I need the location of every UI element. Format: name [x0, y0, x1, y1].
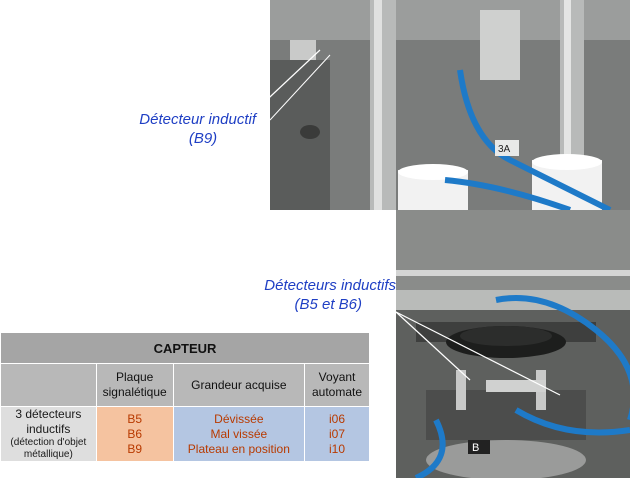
callout-detecteur-b9: Détecteur inductif (B9) [110, 110, 256, 148]
callout-b5b6-line1: Détecteurs inductifs [264, 277, 396, 294]
machine-photo-top-drawing: 3A [270, 0, 630, 210]
table-row: 3 détecteurs inductifs (détection d'obje… [0, 406, 370, 462]
cell-sensor: 3 détecteurs inductifs (détection d'obje… [0, 406, 97, 462]
pointer-b5 [395, 311, 471, 381]
plaque-item: B9 [127, 441, 143, 456]
header-plaque: Plaque signalétique [95, 363, 174, 407]
cell-plaques: B5 B6 B9 [95, 406, 174, 462]
sensor-table: CAPTEUR Plaque signalétique Grandeur acq… [0, 332, 370, 462]
callout-b9-line1: Détecteur inductif [139, 111, 256, 128]
table-title: CAPTEUR [0, 332, 370, 364]
sensor-note: (détection d'objet métallique) [10, 437, 87, 460]
callout-b5b6-line2: (B5 et B6) [294, 296, 362, 313]
grandeur-item: Plateau en position [187, 441, 290, 456]
tag-b: B [472, 442, 479, 454]
grandeur-item: Dévissée [214, 411, 264, 426]
plaque-item: B6 [127, 426, 143, 441]
pointer-b6 [395, 311, 561, 396]
cell-grandeurs: Dévissée Mal vissée Plateau en position [172, 406, 306, 462]
tag-3a: 3A [498, 144, 511, 155]
cell-voyants: i06 i07 i10 [304, 406, 370, 462]
machine-photo-top: 3A [270, 0, 630, 210]
sensor-main: 3 détecteurs inductifs [15, 407, 82, 436]
callout-detecteurs-b5-b6: Détecteurs inductifs (B5 et B6) [210, 276, 396, 314]
header-voyant: Voyant automate [304, 363, 370, 407]
pointer-b9 [255, 49, 321, 111]
header-grandeur: Grandeur acquise [172, 363, 306, 407]
voyant-item: i07 [329, 426, 346, 441]
voyant-item: i06 [329, 411, 346, 426]
callout-b9-line2: (B9) [188, 130, 218, 147]
voyant-item: i10 [329, 441, 346, 456]
grandeur-item: Mal vissée [210, 426, 268, 441]
plaque-item: B5 [127, 411, 143, 426]
header-empty [0, 363, 97, 407]
